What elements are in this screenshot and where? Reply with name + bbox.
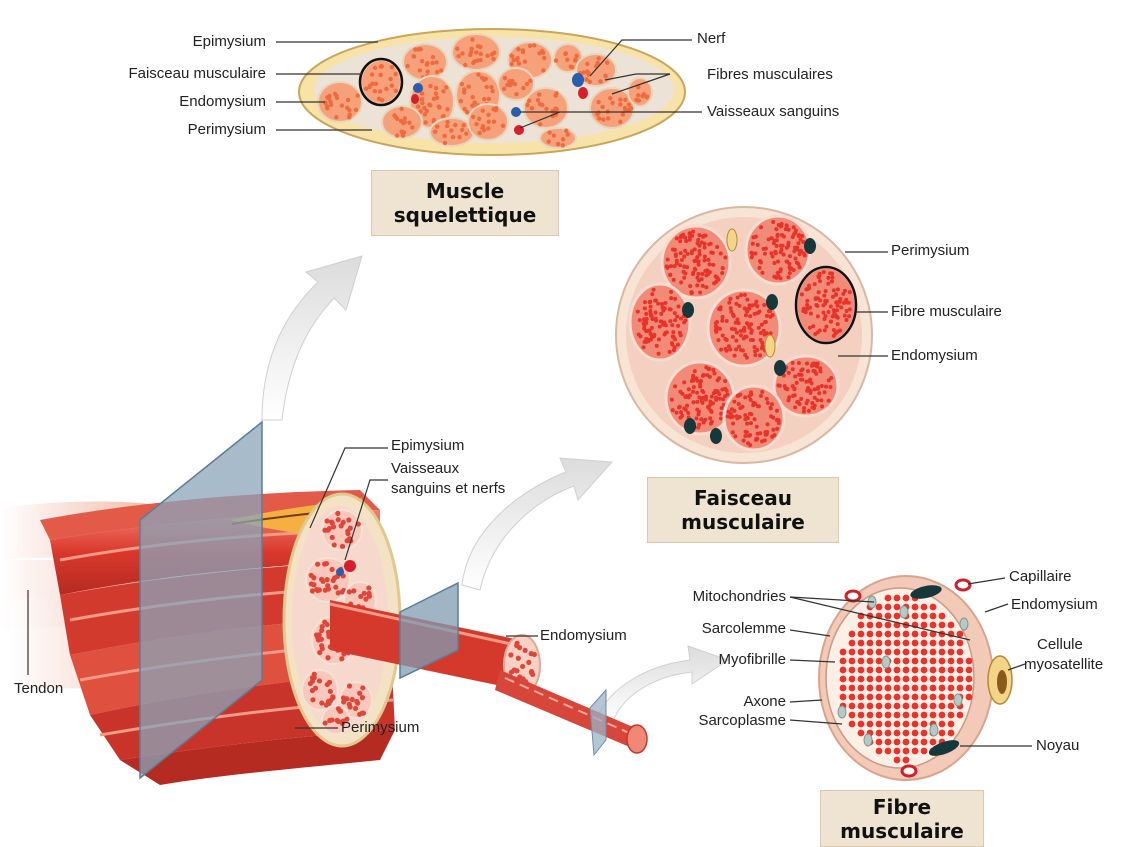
label-overview-perimysium: Perimysium [341, 719, 419, 737]
label-faisceau-perimysium: Perimysium [891, 242, 969, 260]
nucleus [804, 238, 816, 254]
label-axone: Axone [640, 693, 786, 711]
label-nerf: Nerf [697, 30, 725, 48]
mitochondrion [900, 606, 908, 618]
satellite-cell [727, 229, 737, 251]
nucleus [774, 360, 786, 376]
section-plane [590, 690, 606, 755]
label-epimysium: Epimysium [150, 33, 266, 51]
vessel-dot [411, 94, 419, 104]
label-sarcolemme: Sarcolemme [640, 620, 786, 638]
fascicle-cross-section [616, 207, 872, 463]
mitochondrion [954, 694, 962, 706]
projection-arrow [262, 256, 362, 420]
nucleus [766, 294, 778, 310]
nerve-dot [572, 73, 584, 87]
title-fibre-line2: musculaire [840, 819, 964, 843]
muscle-cross-section [299, 29, 685, 155]
capillary [902, 766, 916, 776]
title-faisceau-line1: Faisceau [694, 486, 792, 510]
title-fibre-line1: Fibre [873, 795, 931, 819]
mitochondrion [838, 706, 846, 718]
vessel-dot [578, 87, 588, 99]
label-perimysium: Perimysium [150, 121, 266, 139]
satellite-cell [765, 335, 775, 357]
nucleus [710, 428, 722, 444]
label-noyau: Noyau [1036, 737, 1079, 755]
title-faisceau-line2: musculaire [681, 510, 805, 534]
label-faisceau-musculaire: Faisceau musculaire [96, 65, 266, 83]
nucleus [684, 418, 696, 434]
capillary [956, 580, 970, 590]
label-overview-endomysium: Endomysium [540, 627, 627, 645]
label-faisceau-endomysium: Endomysium [891, 347, 978, 365]
projection-arrow [462, 458, 612, 590]
label-myofibrille: Myofibrille [640, 651, 786, 669]
vessel-dot [511, 107, 521, 117]
label-overview-epimysium: Epimysium [391, 437, 464, 455]
title-muscle-line2: squelettique [394, 203, 537, 227]
fibre-cross-section [819, 576, 1012, 780]
label-fibre-endomysium: Endomysium [1011, 596, 1098, 614]
vessel-dot [413, 83, 423, 93]
label-vaisseaux-line1: Vaisseaux [391, 460, 459, 478]
mitochondrion [960, 618, 968, 630]
label-fibre-musculaire: Fibre musculaire [891, 303, 1002, 321]
mitochondrion [882, 656, 890, 668]
label-capillaire: Capillaire [1009, 568, 1072, 586]
label-cellule-line1: Cellule [1037, 636, 1083, 654]
muscle-overview [0, 422, 647, 785]
label-fibres-musculaires: Fibres musculaires [707, 66, 833, 84]
label-vaisseaux-line2: sanguins et nerfs [391, 480, 505, 498]
mitochondrion [864, 734, 872, 746]
label-vaisseaux-sanguins: Vaisseaux sanguins [707, 103, 839, 121]
label-sarcoplasme: Sarcoplasme [640, 712, 786, 730]
mitochondrion [930, 724, 938, 736]
title-muscle-line1: Muscle [426, 179, 504, 203]
label-tendon: Tendon [14, 680, 63, 698]
label-endomysium: Endomysium [150, 93, 266, 111]
nucleus [682, 302, 694, 318]
label-mitochondries: Mitochondries [640, 588, 786, 606]
label-cellule-line2: myosatellite [1024, 656, 1103, 674]
fascicle [403, 44, 447, 80]
capillary [846, 591, 860, 601]
